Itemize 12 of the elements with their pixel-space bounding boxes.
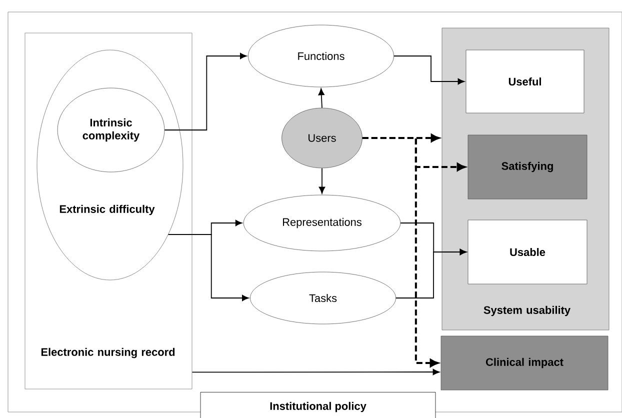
arrow	[362, 137, 438, 368]
arrow	[318, 168, 326, 194]
arrow	[394, 56, 465, 85]
outcome-box: Useful	[466, 50, 584, 114]
arrow	[164, 52, 247, 130]
arrow	[318, 88, 324, 108]
arrow	[396, 248, 467, 298]
arrow	[168, 234, 249, 302]
outcome-box: Satisfying	[468, 134, 588, 200]
outcome-box: Clinical impact	[440, 336, 608, 390]
outcome-box: Usable	[468, 220, 588, 284]
arrow	[192, 368, 440, 376]
